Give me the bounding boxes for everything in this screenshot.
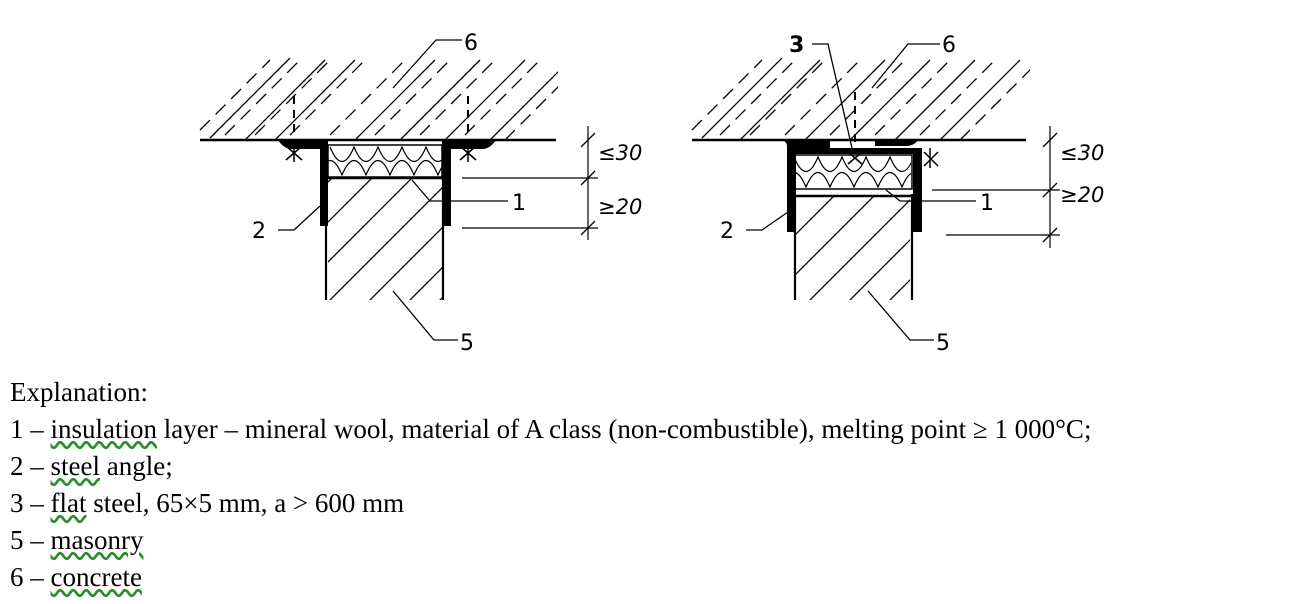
legend-term: steel: [50, 451, 100, 481]
insulation-layer-right: [791, 154, 913, 190]
legend-num: 1: [10, 414, 24, 444]
detail-left: 6 1 2 5 ≤30 ≥20: [199, 31, 642, 356]
legend-num: 2: [10, 451, 24, 481]
dim-min-20-left: ≥20: [598, 195, 642, 219]
legend-item-3: 3 – flat steel, 65×5 mm, a > 600 mm: [10, 485, 1091, 522]
concrete-hatch-left: [199, 58, 558, 140]
legend-item-2: 2 – steel angle;: [10, 448, 1091, 485]
concrete-hatch-right: [691, 58, 1030, 140]
detail-right: 6 3 1 2 5 ≤30 ≥20: [691, 33, 1104, 356]
legend-item-1: 1 – insulation layer – mineral wool, mat…: [10, 411, 1091, 448]
label-2-left: 2: [252, 219, 266, 244]
label-1-left: 1: [512, 191, 526, 216]
label-6-right: 6: [942, 33, 956, 58]
masonry-wall-right: [793, 194, 914, 300]
steel-angle-right-b: [913, 148, 939, 232]
dim-max-30-right: ≤30: [1060, 141, 1104, 165]
legend-term: insulation: [50, 414, 158, 444]
steel-angle-left-b: [442, 96, 496, 226]
label-5-right: 5: [936, 331, 950, 356]
legend-text: layer – mineral wool, material of A clas…: [157, 414, 1092, 444]
legend-sep: –: [23, 525, 51, 555]
legend-sep: –: [23, 562, 51, 592]
legend-sep: –: [23, 414, 51, 444]
legend-sep: –: [23, 488, 51, 518]
label-6-left: 6: [464, 31, 478, 56]
legend-term: concrete: [50, 562, 142, 592]
legend-num: 3: [10, 488, 24, 518]
legend-item-6: 6 – concrete: [10, 559, 1091, 596]
steel-angle-left-a: [278, 96, 328, 226]
dim-max-30-left: ≤30: [598, 141, 642, 165]
label-1-right: 1: [980, 191, 994, 216]
label-5-left: 5: [460, 331, 474, 356]
legend-term: flat: [50, 488, 87, 518]
dimension-right: ≤30 ≥20: [932, 126, 1104, 248]
joint-detail-drawing: 6 1 2 5 ≤30 ≥20: [199, 31, 1104, 356]
legend-text: angle;: [99, 451, 173, 481]
legend-text: steel, 65×5 mm, a > 600 mm: [86, 488, 405, 518]
label-2-right: 2: [720, 219, 734, 244]
legend-item-5: 5 – masonry: [10, 522, 1091, 559]
insulation-layer-left: [327, 144, 443, 178]
flat-steel-right: [796, 148, 914, 154]
dim-min-20-right: ≥20: [1060, 183, 1104, 207]
explanation-legend: Explanation: 1 – insulation layer – mine…: [10, 374, 1091, 596]
legend-heading: Explanation:: [10, 377, 148, 407]
legend-term: masonry: [50, 525, 144, 555]
legend-num: 6: [10, 562, 24, 592]
dimension-left: ≤30 ≥20: [462, 126, 642, 240]
legend-sep: –: [23, 451, 51, 481]
steel-angle-right-a: [782, 140, 830, 232]
legend-num: 5: [10, 525, 24, 555]
label-3-right: 3: [789, 33, 804, 58]
